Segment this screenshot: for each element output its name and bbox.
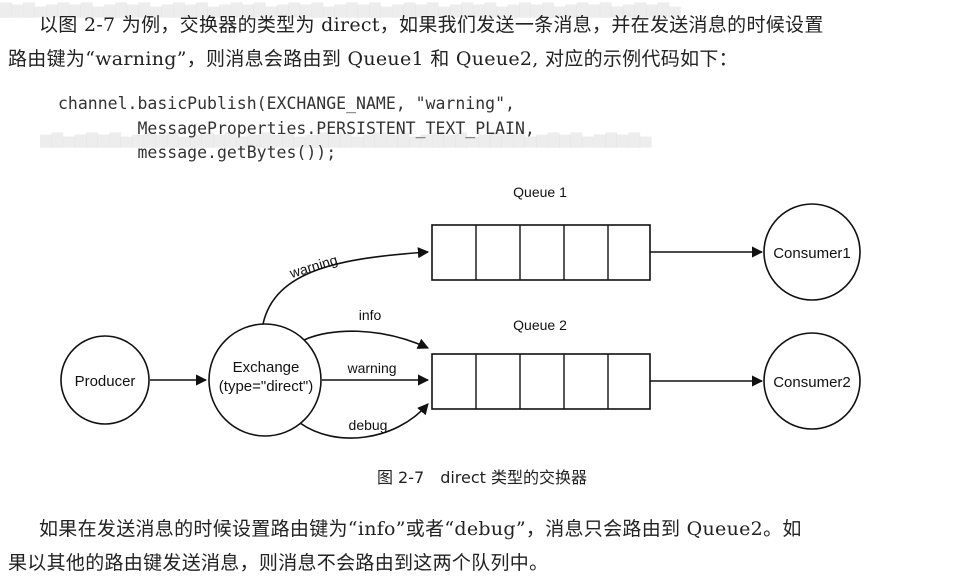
exchange-type-label: (type="direct") xyxy=(219,378,313,395)
figure-caption: 图 2-7 direct 类型的交换器 xyxy=(376,468,588,487)
bleed-through-text: ▇▆▇▅▆▇▆▇▅▆▇▆▇▅▆▇▆▇▅▆▇▆▇▅▆▇▆▇▅▆▇▆▇▅▆▇▆▇▅▆… xyxy=(0,0,681,18)
intro-paragraph: 以图 2-7 为例，交换器的类型为 direct，如果我们发送一条消息，并在发送… xyxy=(8,8,958,76)
route-debug-label: debug xyxy=(349,417,388,433)
bleed-through-text: ▆▇▅▆▇▆▇▅▆▇▆▇▅▆▇▆▇▅▆▇▆▇▅▆▇▆▇▅▆▇▆▇▅▆▇▆▇▅▆▇… xyxy=(40,130,652,148)
route-warning-queue1-label: warning xyxy=(287,251,340,281)
route-info-label: info xyxy=(359,307,382,323)
conclusion-line-1: 如果在发送消息的时候设置路由键为“info”或者“debug”，消息只会路由到 … xyxy=(39,518,802,540)
consumer1-label: Consumer1 xyxy=(773,245,851,262)
direct-exchange-diagram: Producer Exchange (type="direct") Queue … xyxy=(60,184,861,439)
exchange-to-queue2-info-arrow xyxy=(303,330,430,349)
exchange-label: Exchange xyxy=(233,359,300,376)
conclusion-line-2: 果以其他的路由键发送消息，则消息不会路由到这两个队列中。 xyxy=(8,552,549,574)
queue2-label: Queue 2 xyxy=(513,317,567,333)
conclusion-paragraph: 如果在发送消息的时候设置路由键为“info”或者“debug”，消息只会路由到 … xyxy=(8,512,958,580)
queue1-label: Queue 1 xyxy=(513,184,567,200)
queue2-box xyxy=(431,353,651,410)
code-line-3: message.getBytes()); xyxy=(58,143,337,162)
intro-line-2: 路由键为“warning”，则消息会路由到 Queue1 和 Queue2, 对… xyxy=(8,48,738,70)
consumer2-label: Consumer2 xyxy=(773,374,851,391)
code-line-1: channel.basicPublish(EXCHANGE_NAME, "war… xyxy=(58,94,515,113)
exchange-to-queue1-arrow xyxy=(262,247,430,325)
exchange-node xyxy=(208,323,322,437)
code-line-2: MessageProperties.PERSISTENT_TEXT_PLAIN, xyxy=(58,118,535,138)
consumer1-node xyxy=(763,203,861,301)
exchange-to-queue2-debug-arrow xyxy=(299,403,429,439)
route-warning-queue2-label: warning xyxy=(346,360,396,376)
producer-label: Producer xyxy=(75,373,136,390)
consumer2-node xyxy=(763,332,861,430)
code-block: channel.basicPublish(EXCHANGE_NAME, "war… xyxy=(58,92,535,166)
queue1-box xyxy=(431,224,651,281)
intro-line-1: 以图 2-7 为例，交换器的类型为 direct，如果我们发送一条消息，并在发送… xyxy=(39,14,824,36)
producer-node xyxy=(60,335,150,425)
